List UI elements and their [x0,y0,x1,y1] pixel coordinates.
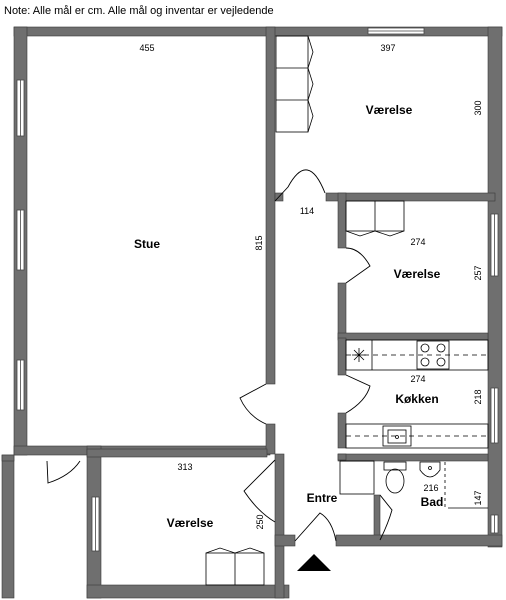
door-entre [294,512,337,542]
wall-bath-corner [337,453,347,461]
dim-bad-width: 216 [423,483,438,493]
dim-stue-height: 815 [254,235,264,250]
dim-vaerelse-top-width: 397 [380,43,395,53]
door-vaerelse-bottom [243,459,276,523]
wall-kitchen-left-lower [337,412,347,449]
walls [1,26,503,599]
wall-top [13,26,503,37]
wall-right [487,26,503,548]
room-label-bad: Bad [421,495,444,509]
room-label-stue: Stue [134,237,160,251]
room-label-entre: Entre [307,491,338,505]
wall-entre-bottom-left [274,534,296,547]
bath-fixtures [339,460,488,509]
door-koekken [345,374,371,414]
dim-vaerelse-bottom-width: 313 [177,462,192,472]
window-right-1 [490,213,499,277]
wall-kitchen-bottom [337,453,489,462]
window-left-1 [16,79,25,137]
room-labels: Stue Værelse Værelse Værelse Køkken Bad … [134,103,443,530]
fixtures [205,35,489,586]
window-top [367,27,425,35]
door-bad [379,494,393,541]
wall-annex-left [1,454,15,599]
door-annex [46,460,81,484]
wall-bath-left [373,494,381,541]
entrance-arrow-icon [297,554,331,571]
wall-mid-left-lower [337,282,347,339]
doors [46,169,393,542]
room-label-vaerelse-mid: Værelse [394,267,441,281]
kitchen-counter-top [345,339,489,371]
window-bottom-left [91,496,100,552]
door-vaerelse-top [274,169,326,202]
window-left-2 [16,209,25,271]
door-stue [239,383,267,425]
wall-bottom [86,584,290,599]
dim-koekken-height: 218 [473,389,483,404]
window-right-2 [490,387,499,444]
window-left-3 [16,359,25,411]
wardrobe-mid [345,200,405,237]
wall-mid-bottom [337,332,489,341]
room-label-koekken: Køkken [395,392,438,406]
wall-vaerelse-bottom-top [86,448,268,458]
wardrobe-top [275,35,314,133]
dimension-labels: 455 815 397 300 114 274 257 274 218 313 … [139,43,483,530]
room-label-vaerelse-bottom: Værelse [167,516,214,530]
dim-koekken-width: 274 [410,374,425,384]
wall-annex-top [1,454,15,462]
dim-bad-height: 147 [473,490,483,505]
door-vaerelse-mid [345,247,371,284]
kitchen-counter-bottom [345,423,489,449]
dim-hall-width: 114 [300,206,314,216]
wall-stue-right-lower [265,423,276,455]
wall-kitchen-left-upper [337,337,347,376]
windows [16,27,499,552]
wardrobe-bottom [205,547,265,586]
room-label-vaerelse-top: Værelse [366,103,413,117]
window-right-3 [490,514,499,534]
dim-vaerelse-bottom-height: 250 [255,514,265,529]
wall-stue-right-upper [265,26,276,385]
dim-vaerelse-mid-width: 274 [410,237,425,247]
plan-note: Note: Alle mål er cm. Alle mål og invent… [4,5,274,17]
wall-vaerelse-top-bottom [325,192,496,202]
dim-stue-width: 455 [139,43,154,53]
wall-entre-bottom-right [335,534,503,547]
dim-vaerelse-top-height: 300 [473,100,483,115]
wall-vaerelse-bottom-right [274,453,285,599]
dim-vaerelse-mid-height: 257 [473,265,483,280]
wall-mid-left-upper [337,192,347,249]
